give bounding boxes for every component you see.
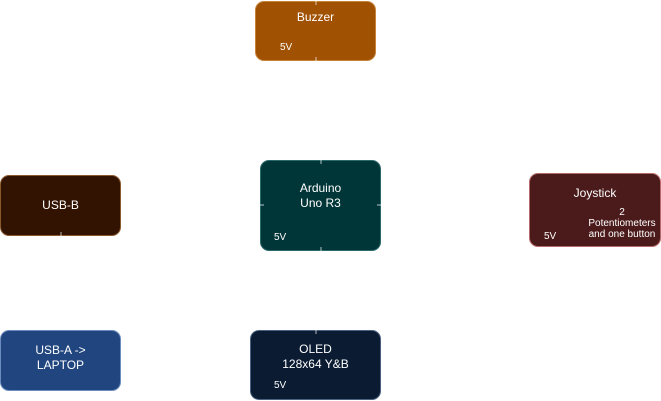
joystick-voltage: 5V: [544, 231, 557, 242]
oled-label: OLED 128x64 Y&B: [282, 342, 349, 371]
joystick-block[interactable]: Joystick 5V 2 Potentiometers and one but…: [529, 173, 661, 247]
usb-a-laptop-block[interactable]: USB-A -> LAPTOP: [0, 330, 121, 391]
joystick-label: Joystick: [573, 186, 617, 200]
buzzer-top-connector: [315, 1, 317, 5]
oled-block[interactable]: OLED 128x64 Y&B 5V: [250, 330, 381, 400]
oled-voltage: 5V: [274, 380, 287, 391]
buzzer-block[interactable]: Buzzer 5V: [255, 1, 376, 61]
usb-b-label: USB-B: [42, 198, 79, 212]
arduino-block[interactable]: Arduino Uno R3 5V: [260, 160, 381, 251]
arduino-voltage: 5V: [274, 232, 287, 243]
oled-top-connector: [315, 330, 317, 334]
buzzer-voltage: 5V: [280, 42, 293, 53]
usb-b-block[interactable]: USB-B: [0, 175, 121, 236]
arduino-right-connector: [377, 204, 381, 206]
usb-a-label: USB-A -> LAPTOP: [35, 343, 86, 372]
arduino-label: Arduino Uno R3: [299, 181, 342, 210]
arduino-bottom-connector: [320, 247, 322, 251]
usb-b-bottom-connector: [60, 232, 62, 236]
arduino-left-connector: [260, 204, 264, 206]
joystick-note: 2 Potentiometers and one button: [588, 207, 656, 240]
buzzer-label: Buzzer: [296, 10, 335, 24]
buzzer-bottom-connector: [315, 57, 317, 61]
arduino-top-connector: [320, 160, 322, 164]
